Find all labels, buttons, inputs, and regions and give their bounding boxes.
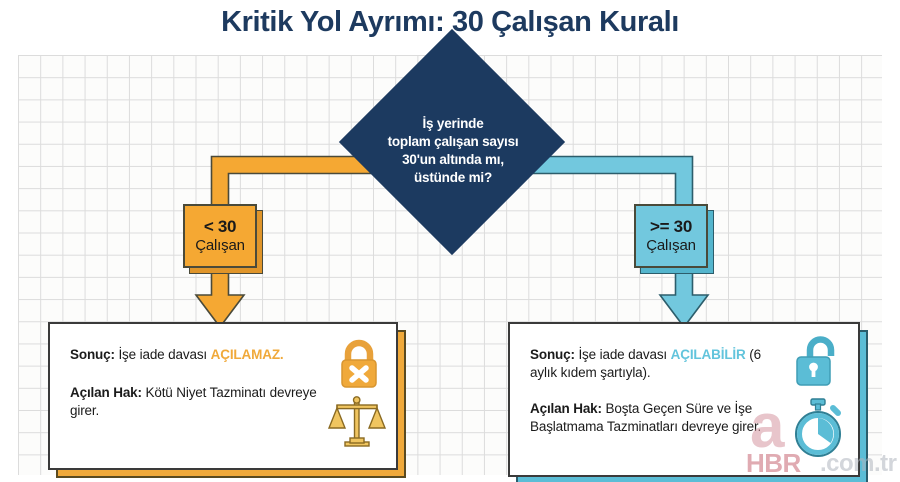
scales-of-justice-icon — [326, 396, 388, 457]
right-card-right-line: Açılan Hak: Boşta Geçen Süre ve İşe Başl… — [530, 400, 785, 436]
left-card-right-label: Açılan Hak: — [70, 385, 142, 401]
right-card-result-line: Sonuç: İşe iade davası AÇILABİLİR (6 ayl… — [530, 346, 785, 382]
decision-line-4: üstünde mi? — [413, 170, 493, 186]
left-card-result-line: Sonuç: İşe iade davası AÇILAMAZ. — [70, 346, 325, 364]
stopwatch-icon — [786, 396, 850, 465]
branch-label-less-than-30: < 30 Çalışan — [183, 204, 257, 268]
branch-left-condition: < 30 — [203, 217, 237, 236]
left-card-result-highlight: AÇILAMAZ. — [210, 347, 284, 362]
decision-line-3: 30'un altında mı, — [402, 152, 504, 168]
left-card-result-text: İşe iade davası — [114, 347, 211, 362]
left-card-result-label: Sonuç: — [70, 347, 115, 362]
decision-line-1: İş yerinde — [422, 116, 484, 131]
branch-label-30-or-more: >= 30 Çalışan — [634, 204, 708, 268]
right-card-result-highlight: AÇILABİLİR — [670, 347, 746, 362]
left-card-right-line: Açılan Hak: Kötü Niyet Tazminatı devreye… — [70, 384, 325, 420]
decision-line-2: toplam çalışan sayısı — [387, 134, 519, 150]
result-card-30-or-more: Sonuç: İşe iade davası AÇILABİLİR (6 ayl… — [508, 322, 860, 477]
branch-right-unit: Çalışan — [646, 237, 696, 255]
decision-diamond-text: İş yerinde toplam çalışan sayısı 30'un a… — [370, 115, 536, 187]
branch-left-unit: Çalışan — [195, 237, 245, 255]
right-card-result-note: (6 aylık kıdem şartıyla). — [530, 347, 761, 381]
right-card-result-text: İşe iade davası — [574, 347, 671, 362]
branch-right-condition: >= 30 — [650, 217, 692, 236]
result-card-under-30: Sonuç: İşe iade davası AÇILAMAZ. Açılan … — [48, 322, 398, 470]
right-card-right-text: Boşta Geçen Süre ve İşe Başlatmama Tazmi… — [530, 401, 762, 435]
right-card-result-label: Sonuç: — [530, 347, 575, 362]
right-card-right-label: Açılan Hak: — [530, 401, 602, 417]
left-card-right-text: Kötü Niyet Tazminatı devreye girer. — [70, 385, 317, 419]
unlocked-padlock-icon — [788, 334, 846, 397]
locked-padlock-icon — [332, 337, 386, 396]
